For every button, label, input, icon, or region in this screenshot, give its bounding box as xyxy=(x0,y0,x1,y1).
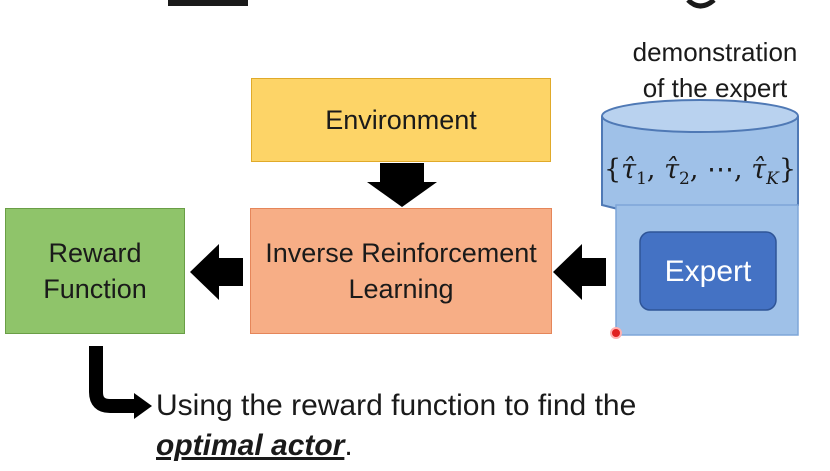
caption-suffix: . xyxy=(344,429,353,462)
demonstration-label-line2: of the expert xyxy=(642,73,788,103)
arrow-expert-to-irl xyxy=(553,244,606,300)
arrow-reward-to-caption-head xyxy=(134,393,152,419)
demonstration-label-line1: demonstration xyxy=(632,37,798,67)
arrow-env-to-irl xyxy=(367,163,437,207)
environment-label: Environment xyxy=(325,105,477,135)
trajectories-set: {τ̂1, τ̂2, ⋯, τ̂K} xyxy=(604,154,796,189)
cut-title-fragment xyxy=(168,0,716,9)
caption-line1: Using the reward function to find the xyxy=(156,389,637,422)
title-fragment-left xyxy=(168,0,248,6)
tau1-sub: 1 xyxy=(636,169,647,189)
comma1: , xyxy=(647,154,664,185)
pointer-dot xyxy=(610,327,622,339)
tau1: τ̂ xyxy=(621,154,637,185)
expert-box xyxy=(639,231,777,311)
caption: Using the reward function to find the op… xyxy=(156,386,636,466)
irl-label-line1: Inverse Reinforcement xyxy=(265,238,537,268)
environment-box: Environment xyxy=(251,78,551,162)
comma2: , ⋯, xyxy=(690,154,751,185)
tauK-sub: K xyxy=(765,169,780,189)
demonstration-label: demonstration of the expert xyxy=(600,34,830,106)
arrow-reward-to-caption xyxy=(89,346,136,413)
caption-emphasis: optimal actor xyxy=(156,429,345,462)
reward-function-box: Reward Function xyxy=(5,208,185,334)
brace-open: { xyxy=(604,154,621,185)
database-top xyxy=(601,99,799,133)
title-fragment-right xyxy=(686,0,716,9)
reward-label-line2: Function xyxy=(43,274,147,304)
irl-box: Inverse Reinforcement Learning xyxy=(250,208,552,334)
tauK: τ̂ xyxy=(751,154,767,185)
caption-line2: optimal actor. xyxy=(156,426,636,466)
irl-label-line2: Learning xyxy=(348,274,454,304)
brace-close: } xyxy=(779,154,796,185)
tau2-sub: 2 xyxy=(679,169,690,189)
expert-label: Expert xyxy=(665,255,752,288)
reward-label-line1: Reward xyxy=(48,238,142,268)
arrow-irl-to-reward xyxy=(190,244,243,300)
tau2: τ̂ xyxy=(664,154,680,185)
demonstration-database xyxy=(601,99,799,220)
